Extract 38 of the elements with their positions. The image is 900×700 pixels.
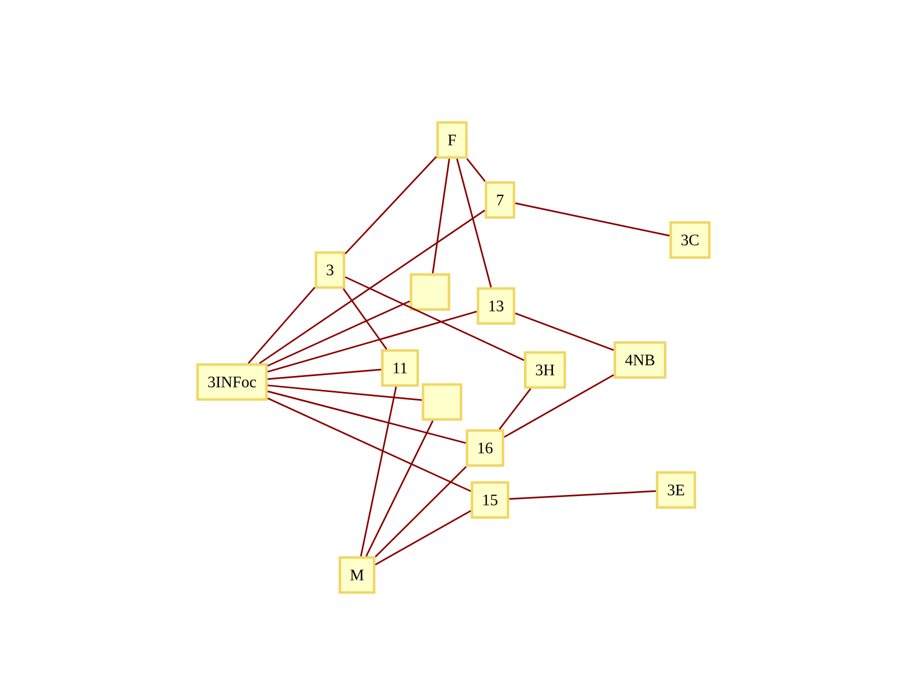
connector-line [514,312,614,351]
connector-line [456,158,492,288]
label-box: 15 [470,481,510,519]
connector-line [344,276,524,361]
connector-line [342,288,388,350]
connector-line [509,490,656,500]
label-box: 13 [476,287,516,325]
label-box: 3INFoc [196,363,268,401]
empty-box [422,383,462,421]
label-box: 16 [466,429,504,467]
label-box: 3H [524,351,566,389]
label-box: 11 [381,349,419,387]
connector-line [374,510,472,566]
label-box: 3C [669,221,711,259]
label-box: M [338,556,376,594]
connector-line [360,386,397,556]
connector-line [267,398,472,492]
connector-line [498,388,532,430]
label-box: 3E [656,471,696,509]
connector-line [365,420,434,557]
connector-line [504,374,614,438]
label-box: 4NB [614,341,666,379]
connector-line [344,156,437,254]
empty-box [410,273,450,311]
label-box: F [436,121,468,159]
connector-line [248,286,316,364]
connector-line [432,158,450,274]
connector-line [515,202,670,236]
connector-line [466,158,486,182]
connector-line [268,368,382,380]
connector-line [374,466,467,558]
label-box: 7 [484,181,516,219]
connector-line [259,210,486,364]
label-box: 3 [314,251,346,289]
connector-line [268,390,466,444]
connector-line [268,384,422,401]
connector-line [267,300,410,367]
connector-line [267,310,477,373]
